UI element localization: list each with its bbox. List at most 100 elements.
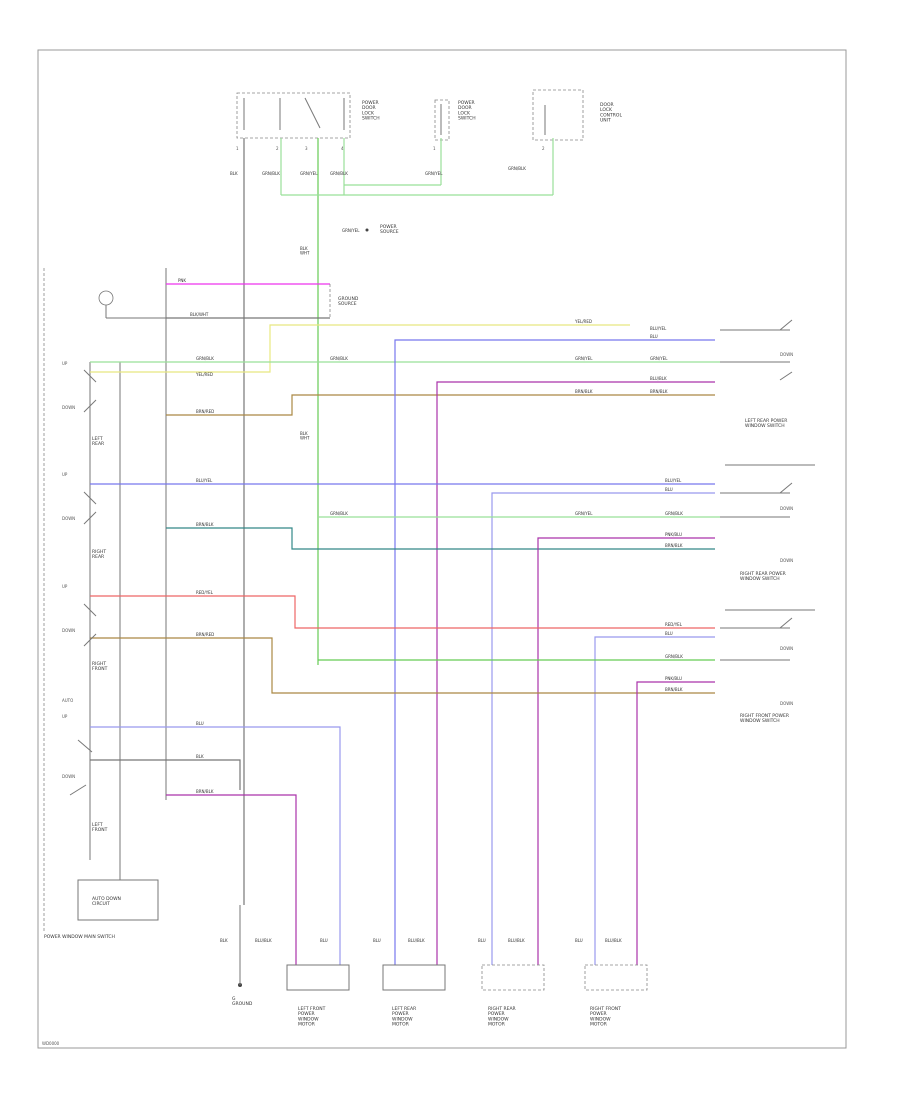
wire-label: GRN/YEL xyxy=(575,511,593,516)
wire-label: BLU xyxy=(665,487,673,492)
wire-label: GRN/YEL xyxy=(650,356,668,361)
wire-label: BLU xyxy=(478,938,486,943)
wire-label: BRN/BLK xyxy=(665,687,683,692)
wire-label: BLK xyxy=(220,938,228,943)
wire-label: BRN/BLK xyxy=(650,389,668,394)
wire-label: RED/YEL xyxy=(196,590,214,595)
switch-label-down: DOWN xyxy=(780,646,793,651)
wire xyxy=(491,492,715,965)
wire-label: BLK xyxy=(196,754,204,759)
wire-label: BLU xyxy=(373,938,381,943)
pin-label: 3 xyxy=(305,146,308,151)
pin-label: 2 xyxy=(276,146,279,151)
wire-label: GRN/BLK xyxy=(665,511,683,516)
wire-label: BLU/BLK xyxy=(605,938,622,943)
wire-label: BLU xyxy=(665,631,673,636)
wire-label: GRN/YEL xyxy=(300,171,318,176)
wire xyxy=(90,759,241,790)
pin-label: 1 xyxy=(433,146,436,151)
switch-label-auto: AUTO xyxy=(62,698,73,703)
pin-label: 1 xyxy=(236,146,239,151)
wire-label: YEL/RED xyxy=(195,372,213,377)
wire xyxy=(394,339,715,965)
wire-label: BLU xyxy=(650,334,658,339)
diagram-id: WD0000 xyxy=(42,1041,60,1046)
auto-down-circuit-box xyxy=(77,879,159,921)
wire-label: BLU/BLK xyxy=(650,376,667,381)
wire-label: GRN/BLK xyxy=(665,654,683,659)
switch-label-up: UP xyxy=(62,361,68,366)
wire xyxy=(594,636,715,965)
wire xyxy=(90,726,341,965)
wire-label: GRN/BLK xyxy=(330,356,348,361)
wire xyxy=(90,324,630,373)
wire-label: BRN/RED xyxy=(196,409,214,414)
wire-label: GRN/YEL xyxy=(425,171,443,176)
wire-label: GRN/BLK xyxy=(508,166,526,171)
wire-label: BLU/BLK xyxy=(408,938,425,943)
wire-label: RED/YEL xyxy=(665,622,683,627)
switch-label-up: UP xyxy=(62,714,68,719)
switch-label-down: DOWN xyxy=(62,516,75,521)
switch-label-up: UP xyxy=(62,584,68,589)
switch-label-down: DOWN xyxy=(62,405,75,410)
splice-dot xyxy=(365,228,369,232)
main-switch-block: POWER WINDOW MAIN SWITCH xyxy=(43,268,167,940)
switch-label-down: DOWN xyxy=(780,558,793,563)
switch-contacts xyxy=(69,369,97,796)
wire-label: GRN/BLK xyxy=(330,171,348,176)
diagram-frame xyxy=(37,49,847,1049)
wire xyxy=(636,681,715,965)
wire-label: BLU/YEL xyxy=(650,326,667,331)
wire-label: GRN/BLK xyxy=(196,356,214,361)
wire-label: BLU/YEL xyxy=(196,478,213,483)
wire-label: BRN/BLK xyxy=(665,543,683,548)
switch-label-down: DOWN xyxy=(62,774,75,779)
wire-label: GRN/YEL xyxy=(342,228,360,233)
wire-label: BLU xyxy=(575,938,583,943)
pin-label: 2 xyxy=(542,146,545,151)
switch-label-up: UP xyxy=(62,472,68,477)
wire-label: GRN/BLK xyxy=(330,511,348,516)
wire-label: PNK xyxy=(178,278,186,283)
wire-label: BLU xyxy=(320,938,328,943)
wire-label: BRN/BLK xyxy=(575,389,593,394)
wire-label: BLU/BLK xyxy=(255,938,272,943)
wire-label: BRN/BLK xyxy=(196,522,214,527)
wire-label: BRN/BLK xyxy=(196,789,214,794)
wire-label: PNK/BLU xyxy=(665,676,682,681)
pin-label: 4 xyxy=(341,146,344,151)
wire xyxy=(90,637,715,694)
wire xyxy=(90,595,715,629)
wire-label: BLK xyxy=(230,171,238,176)
main-switch-label: POWER WINDOW MAIN SWITCH xyxy=(44,934,115,940)
wire-label: BLU/BLK xyxy=(508,938,525,943)
wire-label: BRN/RED xyxy=(196,632,214,637)
wire-label: GRN/BLK xyxy=(262,171,280,176)
wire-label: YEL/RED xyxy=(574,319,592,324)
switch-label-down: DOWN xyxy=(780,506,793,511)
